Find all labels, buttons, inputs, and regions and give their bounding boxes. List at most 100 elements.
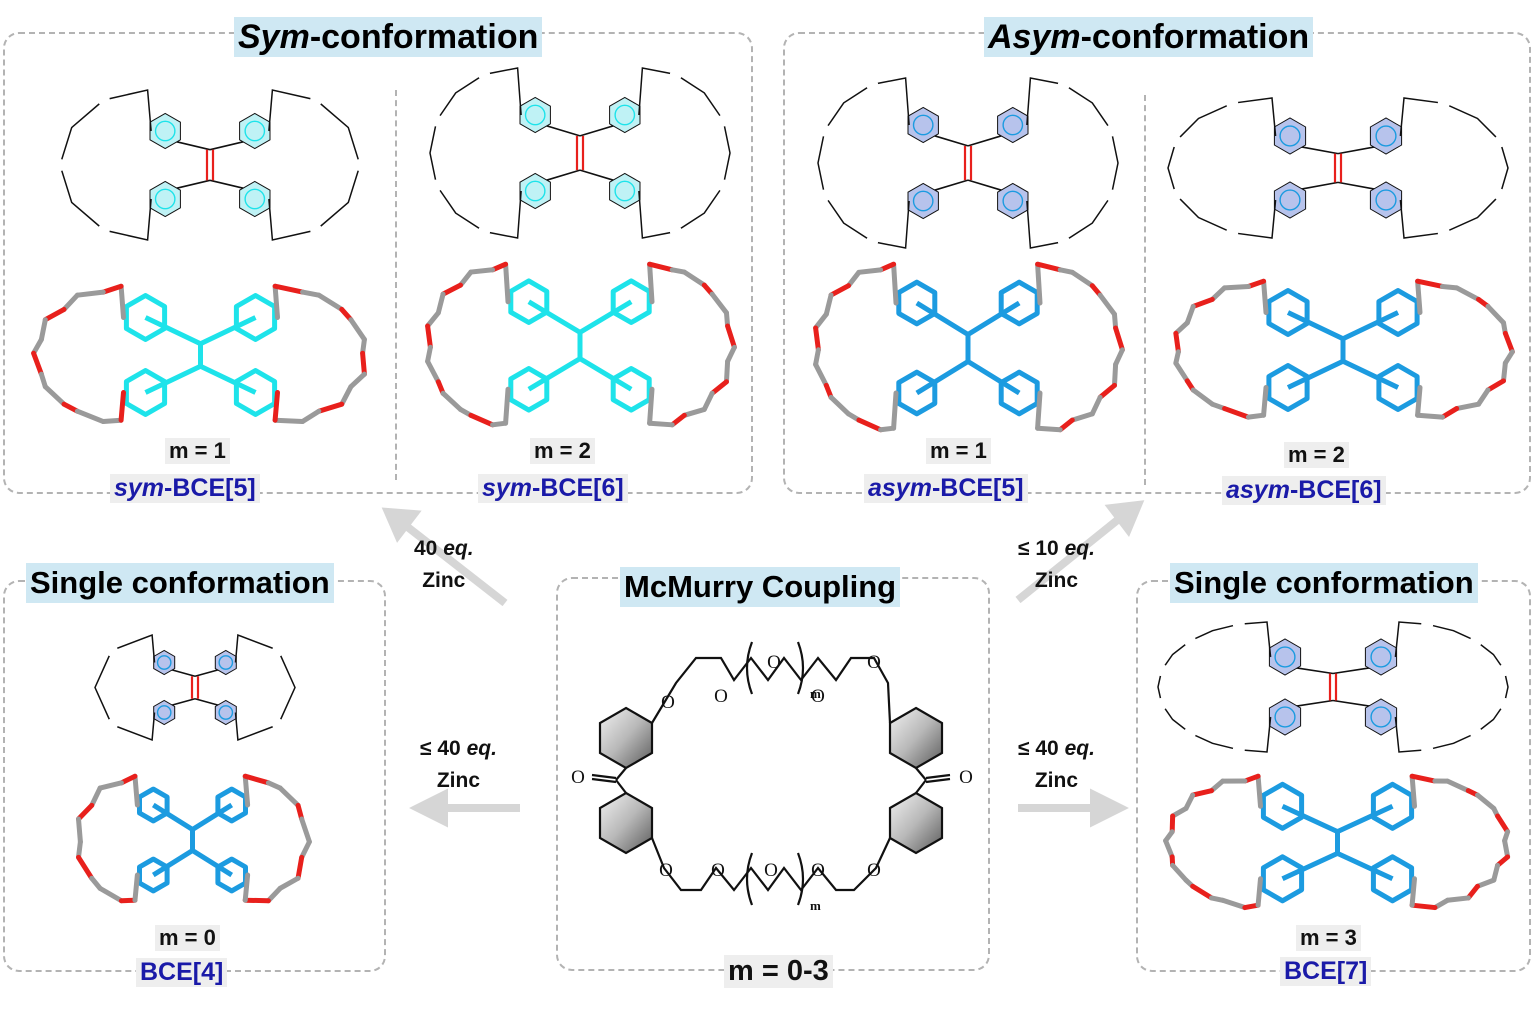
sym-title-rest: -conformation	[309, 18, 539, 56]
arrow-to-single-right-eq-value: ≤ 40	[1018, 737, 1059, 760]
asym-right-name-rest: -BCE[6]	[1289, 476, 1382, 504]
arrow-to-single-left-reagent: Zinc	[436, 769, 481, 792]
sym-panel-title: Sym-conformation	[234, 17, 543, 57]
sym-left-m-label: m = 1	[165, 438, 230, 464]
sym-left-name-rest: -BCE[5]	[164, 474, 256, 502]
sym-bce5-structure-ring-2	[239, 112, 271, 150]
reactant-ring-3	[888, 706, 944, 770]
asym-bce6-stick-model-ring-3	[1266, 363, 1310, 412]
bce7-stick-model-ring-4	[1370, 854, 1415, 904]
sym-bce5-stick-model-ring-4	[233, 368, 278, 417]
sym-title-italic: Sym	[238, 18, 310, 56]
bce4-stick-model	[76, 773, 312, 904]
arrow-to-single-left-eq-value: ≤ 40	[420, 737, 461, 760]
asym-bce6-structure-ring-1	[1273, 117, 1307, 155]
sym-bce5-stick-model-ring-1	[123, 293, 168, 342]
asym-left-m-label: m = 1	[926, 438, 991, 464]
sym-panel-divider	[395, 90, 397, 480]
arrow-to-asym-eq-unit: eq.	[1064, 537, 1095, 560]
sym-bce5-stick-model	[31, 283, 367, 425]
arrow-to-sym-eq-unit: eq.	[443, 537, 474, 560]
single-right-name: BCE[7]	[1280, 957, 1372, 986]
arrow-to-single-right-eq-unit: eq.	[1064, 737, 1095, 760]
asym-panel-divider	[1144, 95, 1146, 485]
reactant-o-1: O	[661, 692, 675, 713]
asym-bce5-stick-model-ring-4	[998, 369, 1040, 417]
bce4-stick-model-ring-1	[137, 786, 170, 824]
subscript-m-bottom: m	[810, 898, 821, 913]
single-left-title: Single conformation	[26, 563, 334, 603]
bce4-stick-model-ring-3	[137, 856, 170, 894]
reactant-ring-4	[888, 791, 944, 855]
sym-right-m-label: m = 2	[530, 438, 595, 464]
asym-left-name: asym-BCE[5]	[864, 474, 1028, 503]
bce7-structure-ring-1	[1268, 638, 1302, 676]
reactant-ring-2	[598, 791, 654, 855]
asym-bce5-structure-ring-1	[907, 106, 939, 144]
asym-right-m-label: m = 2	[1284, 442, 1349, 468]
sym-left-name: sym-BCE[5]	[110, 474, 260, 503]
sym-left-name-italic: sym	[114, 474, 165, 502]
bce7-structure-ring-4	[1364, 698, 1398, 736]
single-right-m-label: m = 3	[1296, 925, 1361, 951]
arrow-to-single-right-label: ≤ 40 eq. Zinc	[1018, 733, 1095, 797]
asym-title-rest: -conformation	[1080, 18, 1310, 56]
asym-bce5-structure-ring-4	[997, 182, 1029, 220]
reactant-o-8: O	[764, 860, 778, 881]
asym-bce5-structure-ring-3	[907, 182, 939, 220]
sym-right-name-italic: sym	[482, 474, 533, 502]
single-right-title: Single conformation	[1170, 563, 1478, 603]
sym-bce6-stick-model-ring-2	[610, 278, 652, 325]
asym-right-name: asym-BCE[6]	[1222, 476, 1386, 505]
arrow-to-asym-reagent: Zinc	[1034, 569, 1079, 592]
arrow-to-single-left-label: ≤ 40 eq. Zinc	[420, 733, 497, 797]
bce7-stick-model	[1163, 773, 1511, 911]
sym-bce5-structure-ring-3	[149, 180, 181, 218]
sym-right-name-rest: -BCE[6]	[532, 474, 624, 502]
arrow-to-single-left-eq-unit: eq.	[466, 737, 497, 760]
reactant-ring-1	[598, 706, 654, 770]
sym-right-name: sym-BCE[6]	[478, 474, 628, 503]
asym-bce5-stick-model	[813, 261, 1125, 433]
asym-right-name-italic: asym	[1226, 476, 1290, 504]
asym-title-italic: Asym	[988, 18, 1081, 56]
arrow-to-sym-eq-value: 40	[414, 537, 438, 560]
reactant-o-3: O	[767, 652, 781, 673]
bce7-stick-model-ring-3	[1260, 854, 1305, 904]
sym-bce5-structure-ring-4	[239, 180, 271, 218]
asym-bce6-stick-model	[1173, 278, 1515, 420]
sym-bce6-stick-model-ring-3	[508, 366, 550, 413]
reactant-o-6: O	[659, 860, 673, 881]
asym-bce5-structure-ring-2	[997, 106, 1029, 144]
bce7-structure-ring-2	[1364, 638, 1398, 676]
reactant-o-2: O	[714, 686, 728, 707]
sym-bce6-structure-ring-4	[609, 172, 641, 210]
center-title: McMurry Coupling	[620, 567, 901, 607]
reactant-o-4: O	[811, 686, 825, 707]
arrow-to-asym	[1015, 514, 1123, 604]
sym-bce6-structure-ring-1	[519, 96, 551, 134]
asym-panel-title: Asym-conformation	[984, 17, 1314, 57]
arrow-to-sym-reagent: Zinc	[422, 569, 466, 592]
single-left-name: BCE[4]	[136, 958, 228, 987]
sym-bce5-structure-ring-1	[149, 112, 181, 150]
center-m-range: m = 0-3	[724, 955, 833, 988]
bce7-structure-ring-3	[1268, 698, 1302, 736]
arrow-to-asym-eq-value: ≤ 10	[1018, 537, 1059, 560]
asym-bce6-structure-ring-2	[1369, 117, 1403, 155]
subscript-m-top: m	[810, 686, 821, 701]
asym-bce6-stick-model-ring-4	[1376, 363, 1420, 412]
sym-bce6-structure-ring-3	[519, 172, 551, 210]
bce4-stick-model-ring-4	[215, 856, 248, 894]
arrow-to-single-right-reagent: Zinc	[1034, 769, 1079, 792]
reactant-structure: O O O O O O O O O O O O m m	[571, 641, 973, 913]
arrow-to-sym-label: 40 eq. Zinc	[414, 533, 474, 597]
asym-bce6-structure-ring-3	[1273, 181, 1307, 219]
reactant-o-7: O	[711, 860, 725, 881]
sym-bce6-structure-ring-2	[609, 96, 641, 134]
